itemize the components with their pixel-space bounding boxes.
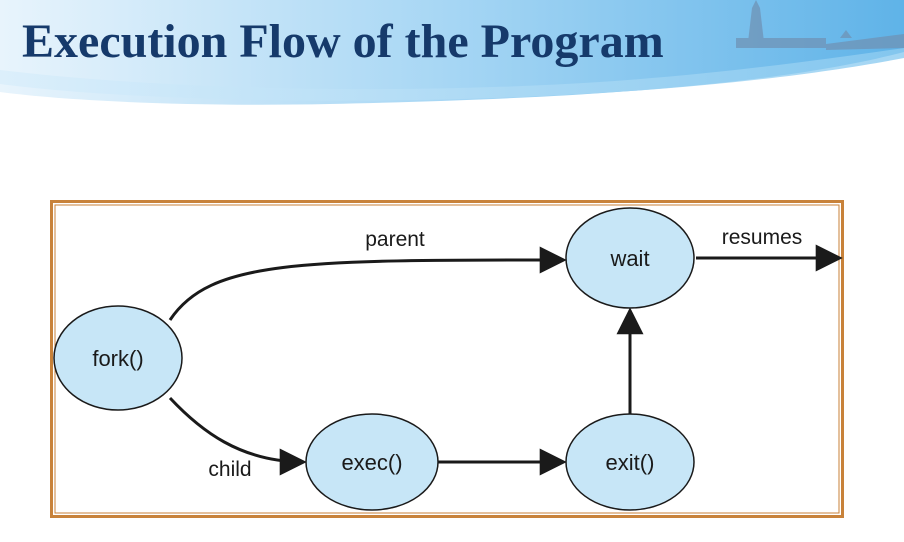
node-fork-label: fork() xyxy=(92,346,143,371)
edge-label-child: child xyxy=(208,458,251,481)
node-exec-label: exec() xyxy=(341,450,402,475)
church-silhouette-icon xyxy=(736,0,904,50)
diagram-frame xyxy=(50,200,844,518)
process-flow-diagram: fork() wait exec() exit() parent child r… xyxy=(50,200,844,518)
child-edge xyxy=(168,396,307,476)
header-banner xyxy=(0,0,904,105)
node-exit: exit() xyxy=(565,413,695,511)
node-exec: exec() xyxy=(305,413,439,511)
node-wait-label: wait xyxy=(609,246,649,271)
edge-label-parent: parent xyxy=(365,228,425,251)
page-title: Execution Flow of the Program xyxy=(22,15,664,68)
node-exit-label: exit() xyxy=(606,450,655,475)
node-fork: fork() xyxy=(53,305,183,411)
edge-label-resumes: resumes xyxy=(722,226,803,249)
node-wait: wait xyxy=(565,207,695,309)
parent-edge xyxy=(168,246,567,321)
